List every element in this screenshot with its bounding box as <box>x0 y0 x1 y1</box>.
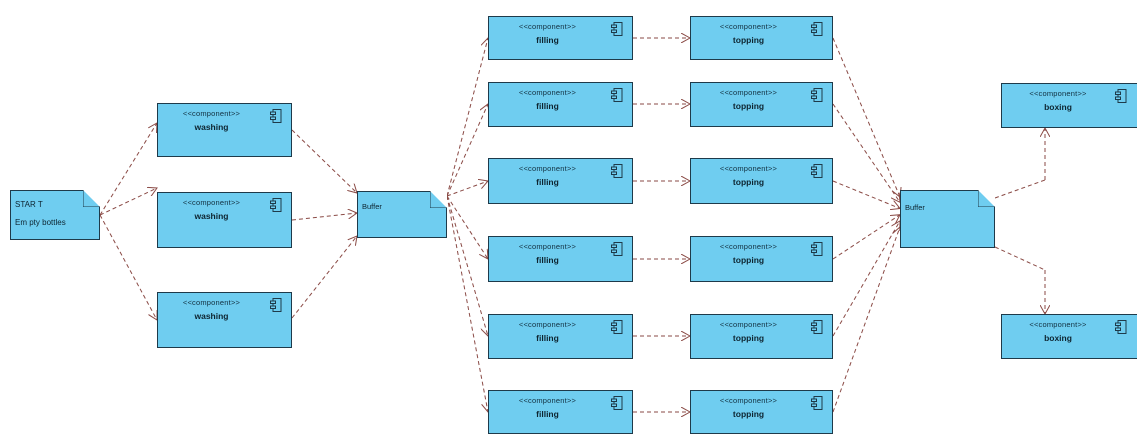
component-topping-4[interactable]: <<component>> topping <box>690 236 833 282</box>
note-fold-icon <box>83 190 100 207</box>
stereotype-label: <<component>> <box>518 88 577 97</box>
component-icon <box>811 320 823 334</box>
component-icon <box>1115 320 1127 334</box>
component-topping-2[interactable]: <<component>> topping <box>690 82 833 127</box>
component-name: washing <box>194 211 229 221</box>
component-name: filling <box>536 333 559 343</box>
component-topping-6[interactable]: <<component>> topping <box>690 390 833 434</box>
dependency-arrow <box>291 236 357 319</box>
dependency-arrow <box>446 195 488 412</box>
component-icon <box>270 298 282 312</box>
component-topping-3[interactable]: <<component>> topping <box>690 158 833 204</box>
component-name: filling <box>536 35 559 45</box>
component-name: washing <box>194 311 229 321</box>
component-icon <box>270 109 282 123</box>
component-icon <box>611 164 623 178</box>
buffer-label: Buffer <box>905 203 925 212</box>
dependency-arrow <box>99 214 157 320</box>
dependency-arrow <box>832 103 900 202</box>
stereotype-label: <<component>> <box>182 298 241 307</box>
component-washing-1[interactable]: <<component>> washing <box>157 103 292 157</box>
component-icon <box>611 22 623 36</box>
stereotype-label: <<component>> <box>182 198 241 207</box>
dependency-arrow <box>291 129 357 193</box>
component-name: topping <box>732 333 765 343</box>
component-name: washing <box>194 122 229 132</box>
dependency-arrow <box>99 188 157 216</box>
dependency-arrow <box>291 213 357 221</box>
component-icon <box>611 320 623 334</box>
component-name: filling <box>536 409 559 419</box>
stereotype-label: <<component>> <box>518 320 577 329</box>
component-name: filling <box>536 177 559 187</box>
stereotype-label: <<component>> <box>719 242 778 251</box>
component-topping-5[interactable]: <<component>> topping <box>690 314 833 359</box>
stereotype-label: <<component>> <box>719 22 778 31</box>
stereotype-label: <<component>> <box>719 88 778 97</box>
buffer-2[interactable]: Buffer <box>900 190 995 248</box>
dependency-arrow <box>446 195 488 336</box>
component-filling-5[interactable]: <<component>> filling <box>488 314 633 359</box>
component-icon <box>811 396 823 410</box>
component-name: topping <box>732 35 765 45</box>
component-icon <box>811 22 823 36</box>
buffer-label: Buffer <box>362 202 382 211</box>
stereotype-label: <<component>> <box>1029 89 1087 98</box>
dependency-arrow <box>446 195 488 259</box>
component-icon <box>611 396 623 410</box>
component-icon <box>611 88 623 102</box>
stereotype-label: <<component>> <box>1029 320 1087 329</box>
dependency-arrow <box>832 180 900 208</box>
dependency-arrow <box>832 227 900 413</box>
dependency-arrow <box>832 221 900 337</box>
dependency-arrow <box>994 246 1046 271</box>
note-fold-icon <box>430 191 447 208</box>
component-filling-4[interactable]: <<component>> filling <box>488 236 633 282</box>
component-washing-2[interactable]: <<component>> washing <box>157 192 292 248</box>
component-name: topping <box>732 255 765 265</box>
component-filling-1[interactable]: <<component>> filling <box>488 16 633 60</box>
component-boxing-1[interactable]: <<component>> boxing <box>1001 83 1137 128</box>
component-name: boxing <box>1044 333 1072 343</box>
start-note-line1: STAR T <box>15 200 43 209</box>
component-icon <box>1115 89 1127 103</box>
component-icon <box>611 242 623 256</box>
component-filling-3[interactable]: <<component>> filling <box>488 158 633 204</box>
start-note[interactable]: STAR T Em pty bottles <box>10 190 100 240</box>
dependency-arrow <box>446 181 488 197</box>
start-note-line2: Em pty bottles <box>15 218 66 227</box>
note-fold-icon <box>978 190 995 207</box>
stereotype-label: <<component>> <box>518 396 577 405</box>
component-icon <box>811 242 823 256</box>
stereotype-label: <<component>> <box>719 164 778 173</box>
component-washing-3[interactable]: <<component>> washing <box>157 292 292 348</box>
component-filling-2[interactable]: <<component>> filling <box>488 82 633 127</box>
stereotype-label: <<component>> <box>518 242 577 251</box>
buffer-1[interactable]: Buffer <box>357 191 447 238</box>
component-name: filling <box>536 101 559 111</box>
component-name: filling <box>536 255 559 265</box>
component-topping-1[interactable]: <<component>> topping <box>690 16 833 60</box>
component-filling-6[interactable]: <<component>> filling <box>488 390 633 434</box>
component-boxing-2[interactable]: <<component>> boxing <box>1001 314 1137 359</box>
stereotype-label: <<component>> <box>719 396 778 405</box>
dependency-arrow <box>994 179 1046 199</box>
component-icon <box>270 198 282 212</box>
component-icon <box>811 164 823 178</box>
stereotype-label: <<component>> <box>518 22 577 31</box>
component-name: topping <box>732 409 765 419</box>
dependency-arrow <box>832 215 900 260</box>
component-name: topping <box>732 177 765 187</box>
dependency-arrow <box>832 37 900 197</box>
stereotype-label: <<component>> <box>182 109 241 118</box>
stereotype-label: <<component>> <box>518 164 577 173</box>
component-icon <box>811 88 823 102</box>
component-name: topping <box>732 101 765 111</box>
dependency-arrow <box>446 38 488 197</box>
dependency-arrow <box>446 104 488 197</box>
stereotype-label: <<component>> <box>719 320 778 329</box>
component-name: boxing <box>1044 102 1072 112</box>
